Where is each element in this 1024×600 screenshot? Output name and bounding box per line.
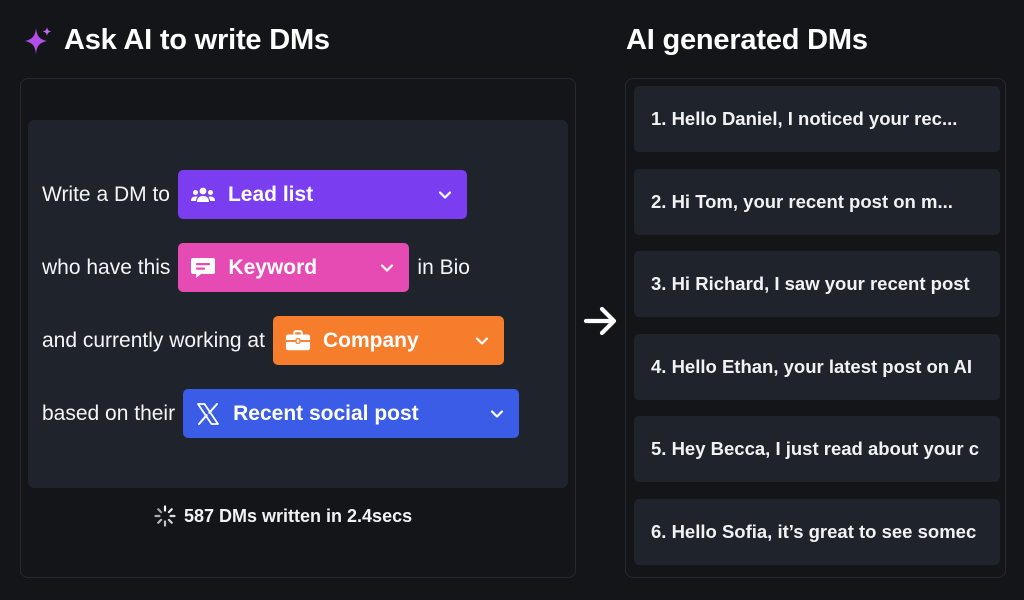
prompt-line-4: based on their Recent social post: [42, 389, 527, 438]
dm-item[interactable]: 4. Hello Ethan, your latest post on AI: [634, 334, 1000, 400]
chevron-down-icon: [381, 263, 394, 272]
social-post-dropdown[interactable]: Recent social post: [183, 389, 520, 438]
dm-text: 2. Hi Tom, your recent post on m...: [651, 191, 953, 212]
chip-label: Recent social post: [233, 401, 419, 425]
dm-text: 3. Hi Richard, I saw your recent post: [651, 273, 970, 294]
spinner-icon: [154, 505, 176, 527]
prompt-text: Write a DM to: [42, 182, 170, 206]
dm-item[interactable]: 2. Hi Tom, your recent post on m...: [634, 169, 1000, 235]
status-text: 587 DMs written in 2.4secs: [184, 505, 413, 526]
dm-item[interactable]: 6. Hello Sofia, it’s great to see somec: [634, 499, 1000, 565]
sparkle-icon: [25, 26, 52, 54]
prompt-line-3: and currently working at Company: [42, 316, 512, 365]
chip-label: Keyword: [228, 255, 318, 279]
status-line: 587 DMs written in 2.4secs: [154, 505, 412, 527]
chevron-down-icon: [438, 190, 452, 199]
dm-item[interactable]: 5. Hey Becca, I just read about your c: [634, 416, 1000, 482]
prompt-line-2: who have this Keyword in Bio: [42, 243, 470, 292]
dm-text: 1. Hello Daniel, I noticed your rec...: [651, 108, 958, 129]
right-title: AI generated DMs: [626, 24, 868, 56]
chip-label: Company: [322, 328, 419, 352]
prompt-text: who have this: [42, 255, 171, 279]
dm-list-panel: 1. Hello Daniel, I noticed your rec... 2…: [625, 78, 1006, 578]
chip-label: Lead list: [227, 182, 314, 206]
message-icon: [190, 255, 216, 281]
prompt-text: and currently working at: [42, 328, 265, 352]
lead-list-dropdown[interactable]: Lead list: [177, 170, 467, 219]
dm-text: 6. Hello Sofia, it’s great to see somec: [651, 521, 977, 542]
left-heading: Ask AI to write DMs: [22, 24, 330, 57]
prompt-text: in Bio: [417, 255, 470, 279]
briefcase-icon: [285, 328, 311, 354]
x-logo-icon: [195, 401, 221, 427]
left-title: Ask AI to write DMs: [64, 24, 330, 56]
dm-item[interactable]: 3. Hi Richard, I saw your recent post: [634, 251, 1000, 317]
dm-item[interactable]: 1. Hello Daniel, I noticed your rec...: [634, 86, 1000, 152]
prompt-line-1: Write a DM to Lead list: [42, 170, 475, 219]
dm-text: 5. Hey Becca, I just read about your c: [651, 438, 979, 459]
chevron-down-icon: [491, 409, 504, 418]
people-icon: [190, 182, 216, 208]
company-dropdown[interactable]: Company: [272, 316, 504, 365]
keyword-dropdown[interactable]: Keyword: [178, 243, 410, 292]
prompt-text: based on their: [42, 401, 176, 425]
chevron-down-icon: [475, 336, 489, 345]
arrow-right-icon: [583, 306, 617, 336]
dm-text: 4. Hello Ethan, your latest post on AI: [651, 356, 973, 377]
